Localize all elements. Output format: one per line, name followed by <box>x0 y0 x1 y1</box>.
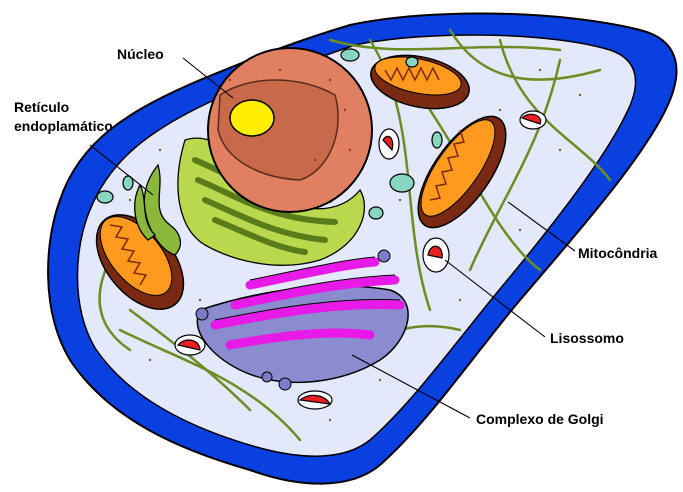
nucleus <box>208 48 372 212</box>
label-nucleo: Núcleo <box>117 46 164 62</box>
nucleolus <box>230 100 274 136</box>
label-reticulo-line2: endoplamático <box>14 118 113 134</box>
label-mitocondria: Mitocôndria <box>578 245 657 261</box>
label-golgi: Complexo de Golgi <box>476 411 604 427</box>
label-lisossomo: Lisossomo <box>550 330 624 346</box>
label-reticulo-line1: Retículo <box>14 99 69 115</box>
